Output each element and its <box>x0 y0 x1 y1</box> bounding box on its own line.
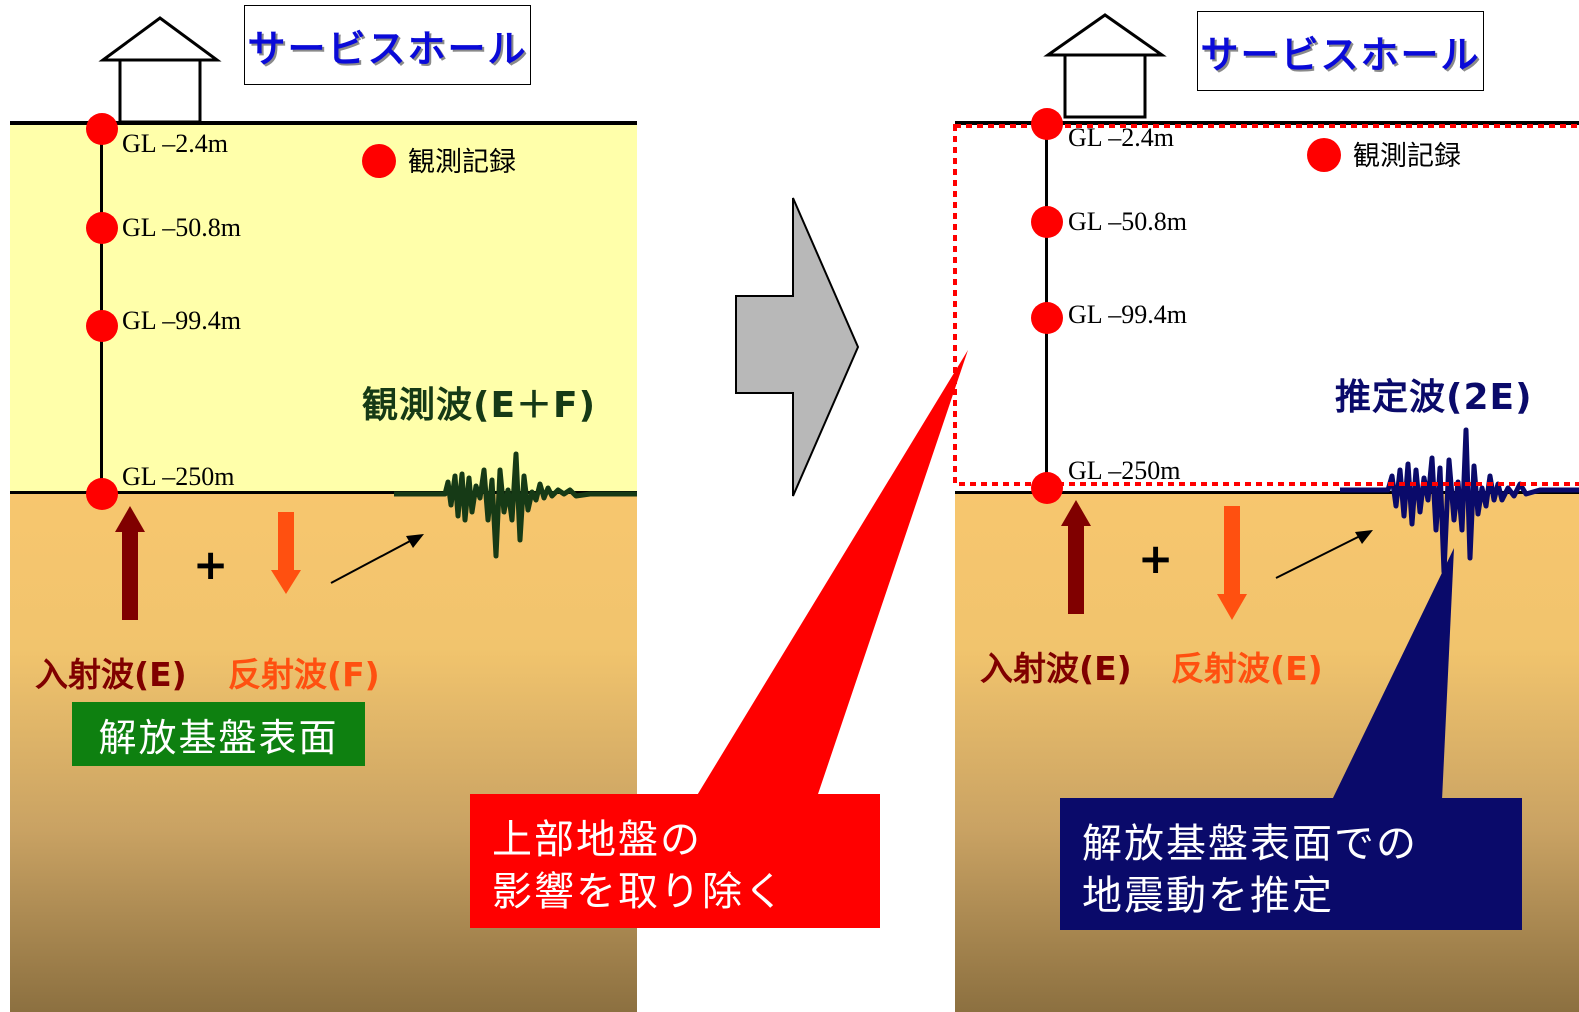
service-hall-title: サービスホール <box>244 5 531 85</box>
observed-wave-title: 観測波(E＋F) <box>362 385 597 426</box>
reflected-wave-label: 反射波(F) <box>228 655 380 694</box>
seismic-wave-icon <box>394 451 637 559</box>
down-arrow-icon <box>1217 506 1247 620</box>
callout-line: 上部地盤の <box>492 817 702 863</box>
ground-surface-line <box>955 121 1579 125</box>
down-arrow-icon <box>271 512 301 594</box>
plus-sign: + <box>193 540 229 589</box>
depth-label: GL –250m <box>1068 456 1181 485</box>
callout-line: 地震動を推定 <box>1082 873 1334 919</box>
callout-line: 影響を取り除く <box>492 869 786 915</box>
base-surface-line <box>10 491 637 494</box>
incident-wave-label: 入射波(E) <box>35 655 187 694</box>
sensor-gl-250 <box>86 478 118 510</box>
legend-sensor-dot <box>1307 138 1341 172</box>
legend-label: 観測記録 <box>1353 141 1461 172</box>
up-arrow-icon <box>115 506 145 620</box>
callout-line: 解放基盤表面での <box>1082 821 1418 867</box>
sensor-gl-99.4 <box>86 310 118 342</box>
borehole-line <box>100 125 103 491</box>
sensor-gl-50.8 <box>1031 206 1063 238</box>
callout-tail-red <box>696 350 968 797</box>
seismic-wave-icon <box>1340 427 1579 575</box>
depth-label: GL –99.4m <box>1068 300 1187 329</box>
sensor-gl-99.4 <box>1031 302 1063 334</box>
upper-ground-layer <box>10 123 637 493</box>
estimated-wave-title: 推定波(2E) <box>1335 377 1533 418</box>
upper-layer-highlight <box>953 124 1579 486</box>
depth-label: GL –2.4m <box>122 129 228 158</box>
ground-surface-line <box>10 121 637 125</box>
big-right-arrow-icon <box>735 197 860 497</box>
pointer-arrow-icon <box>1275 530 1373 579</box>
remove-upper-ground-callout: 上部地盤の 影響を取り除く <box>470 794 880 928</box>
depth-label: GL –50.8m <box>1068 207 1187 236</box>
depth-label: GL –250m <box>122 462 235 491</box>
service-hall-title: サービスホール <box>1197 11 1484 91</box>
depth-label: GL –50.8m <box>122 213 241 242</box>
incident-wave-label: 入射波(E) <box>980 649 1132 688</box>
observed-panel: GL –2.4m GL –50.8m GL –99.4m GL –250m 観測… <box>0 0 640 1012</box>
house-icon <box>1043 13 1167 119</box>
depth-label: GL –99.4m <box>122 306 241 335</box>
reflected-wave-label: 反射波(E) <box>1171 649 1323 688</box>
sensor-gl-2.4 <box>86 113 118 145</box>
plus-sign: + <box>1138 534 1174 583</box>
house-icon <box>98 16 222 124</box>
pointer-arrow-icon <box>330 534 424 584</box>
legend-label: 観測記録 <box>408 147 516 178</box>
legend-sensor-dot <box>362 144 396 178</box>
callout-tail-navy <box>1332 548 1454 800</box>
up-arrow-icon <box>1061 500 1091 614</box>
sensor-gl-50.8 <box>86 212 118 244</box>
estimate-ground-motion-callout: 解放基盤表面での 地震動を推定 <box>1060 798 1522 930</box>
sensor-gl-250 <box>1031 472 1063 504</box>
base-surface-label: 解放基盤表面 <box>72 702 365 766</box>
base-surface-line <box>955 491 1579 494</box>
